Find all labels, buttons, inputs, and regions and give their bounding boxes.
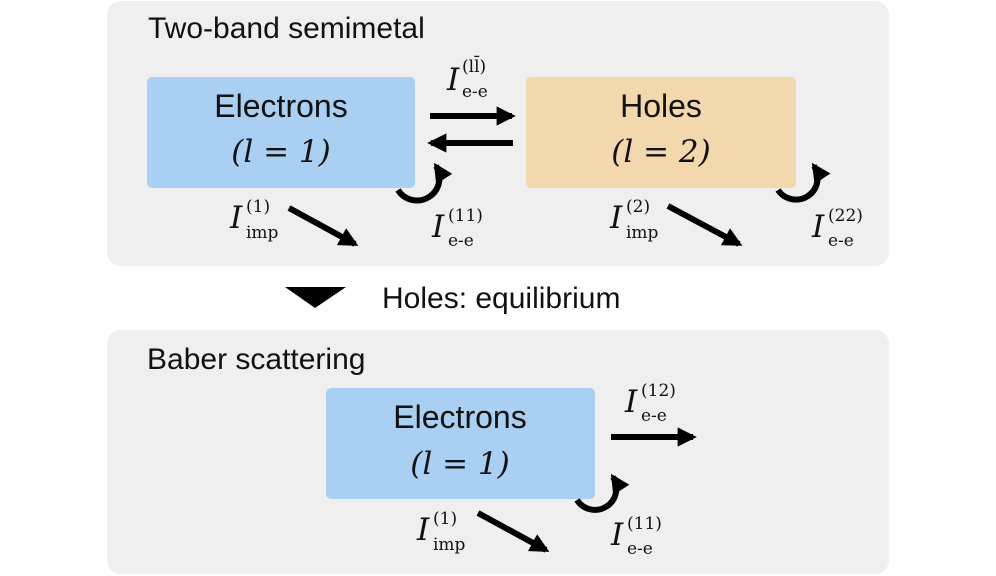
svg-text:(11): (11) bbox=[627, 514, 662, 534]
bottom-electrons-index: (l = 1) bbox=[410, 446, 510, 482]
svg-text:I: I bbox=[431, 209, 445, 245]
svg-text:I: I bbox=[624, 384, 638, 420]
svg-text:(12): (12) bbox=[641, 381, 676, 401]
svg-text:imp: imp bbox=[626, 223, 659, 243]
svg-text:I: I bbox=[446, 62, 460, 98]
bottom-electrons-ee-rate-label: I (11) e-e bbox=[610, 514, 662, 559]
exchange-rate-label: I (ll̄) e-e bbox=[446, 54, 488, 102]
svg-text:I: I bbox=[229, 200, 243, 236]
svg-text:(11): (11) bbox=[448, 206, 483, 226]
bottom-electrons-impurity-arrow bbox=[476, 510, 550, 553]
top-panel-title: Two-band semimetal bbox=[148, 12, 425, 45]
svg-text:I: I bbox=[610, 517, 624, 553]
holes-index: (l = 2) bbox=[611, 134, 711, 170]
electrons-index: (l = 1) bbox=[231, 134, 331, 170]
svg-text:(1): (1) bbox=[433, 509, 457, 529]
svg-text:(2): (2) bbox=[626, 197, 650, 217]
bottom-electrons-box bbox=[326, 388, 595, 499]
svg-text:(22): (22) bbox=[828, 206, 863, 226]
holes-label: Holes bbox=[620, 88, 702, 124]
svg-text:e-e: e-e bbox=[627, 539, 653, 559]
svg-text:imp: imp bbox=[433, 535, 466, 555]
svg-text:e-e: e-e bbox=[462, 82, 488, 102]
svg-text:(1): (1) bbox=[246, 197, 270, 217]
holes-box bbox=[526, 77, 796, 188]
transition-label: Holes: equilibrium bbox=[382, 282, 620, 315]
bottom-panel-title: Baber scattering bbox=[147, 343, 365, 376]
svg-text:e-e: e-e bbox=[448, 231, 474, 251]
bottom-electrons-label: Electrons bbox=[393, 399, 526, 435]
bottom-electrons-imp-rate-label: I (1) imp bbox=[416, 509, 466, 555]
holes-ee-rate-label: I (22) e-e bbox=[811, 206, 863, 251]
svg-text:I: I bbox=[609, 200, 623, 236]
holes-self-loop-arrow bbox=[775, 162, 831, 203]
svg-text:I: I bbox=[416, 512, 430, 548]
electrons-box bbox=[147, 77, 415, 188]
svg-text:imp: imp bbox=[246, 223, 279, 243]
svg-text:e-e: e-e bbox=[828, 231, 854, 251]
top-panel bbox=[107, 1, 889, 266]
holes-impurity-arrow bbox=[666, 203, 743, 247]
electrons-ee-rate-label: I (11) e-e bbox=[431, 206, 483, 251]
bottom-electrons-self-loop-arrow bbox=[574, 473, 630, 513]
electrons-label: Electrons bbox=[214, 88, 347, 124]
interband-ee-rate-label: I (12) e-e bbox=[624, 381, 676, 426]
svg-text:e-e: e-e bbox=[641, 406, 667, 426]
electrons-impurity-arrow bbox=[287, 205, 359, 247]
triangle-down-icon bbox=[285, 287, 346, 308]
svg-text:(ll̄): (ll̄) bbox=[462, 54, 486, 77]
electrons-self-loop-arrow bbox=[395, 162, 453, 204]
svg-text:I: I bbox=[811, 209, 825, 245]
electrons-imp-rate-label: I (1) imp bbox=[229, 197, 279, 243]
holes-imp-rate-label: I (2) imp bbox=[609, 197, 659, 243]
